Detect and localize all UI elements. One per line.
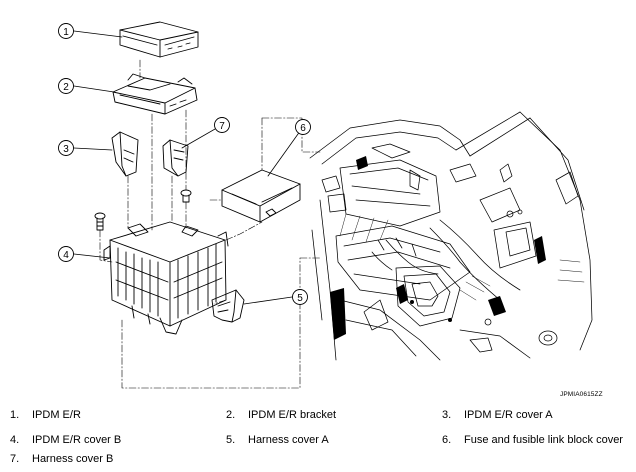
diagram-svg: 1 2 3 4 5 6 7 [58,21,593,389]
legend-label: IPDM E/R [32,409,81,421]
legend-item-4: 4. IPDM E/R cover B [10,434,121,447]
legend-item-7: 7. Harness cover B [10,453,113,466]
callout-6: 6 [295,119,311,135]
callout-5: 5 [292,289,308,305]
legend-item-6: 6. Fuse and fusible link block cover [442,434,623,447]
ipdm-er-cover-a-part [111,131,139,177]
fuse-block-cover-part [221,169,301,223]
callout-3: 3 [58,140,74,156]
callout-4: 4 [58,246,74,262]
bolt-upper [180,189,192,203]
harness-cover-a-part [211,289,245,323]
callout-2-label: 2 [63,82,69,93]
callout-1: 1 [58,23,74,39]
callout-3-label: 3 [63,144,69,155]
callout-5-label: 5 [297,293,303,304]
legend-label: Fuse and fusible link block cover [464,434,623,446]
callout-2: 2 [58,78,74,94]
callout-4-label: 4 [63,250,69,261]
callout-leaders [73,30,304,305]
legend-item-1: 1. IPDM E/R [10,409,81,422]
legend-number: 5. [226,434,236,446]
figure-code: JPMIA0615ZZ [560,391,603,398]
legend-number: 3. [442,409,452,421]
ipdm-er-cover-b-part [103,221,229,335]
engine-compartment-hatch [339,213,585,301]
engine-compartment-fill [330,156,546,340]
callout-7-label: 7 [219,121,225,132]
harness-cover-b-part [162,139,189,177]
assembly-guide-lines [99,59,321,389]
legend-item-3: 3. IPDM E/R cover A [442,409,553,422]
callout-7: 7 [214,117,230,133]
legend-label: IPDM E/R bracket [248,409,337,421]
callout-6-label: 6 [300,123,306,134]
callout-1-label: 1 [63,27,69,38]
legend-label: IPDM E/R cover B [32,434,122,446]
legend-number: 6. [442,434,452,446]
legend-label: IPDM E/R cover A [464,409,553,421]
legend-number: 1. [10,409,20,421]
engine-compartment-view [309,111,593,361]
legend-item-5: 5. Harness cover A [226,434,329,447]
legend-number: 4. [10,434,20,446]
parts-legend: 1. IPDM E/R 2. IPDM E/R bracket 3. IPDM E/R… [0,408,636,472]
exploded-diagram: 1 2 3 4 5 6 7 JPMIA0615ZZ [58,21,603,398]
bolt-left [94,212,106,231]
legend-item-2: 2. IPDM E/R bracket [226,409,336,422]
ipdm-er-bracket-part [112,73,198,115]
legend-number: 2. [226,409,236,421]
legend-label: Harness cover B [32,453,114,465]
ipdm-er-part [119,21,199,58]
legend-label: Harness cover A [248,434,329,446]
legend-number: 7. [10,453,20,465]
